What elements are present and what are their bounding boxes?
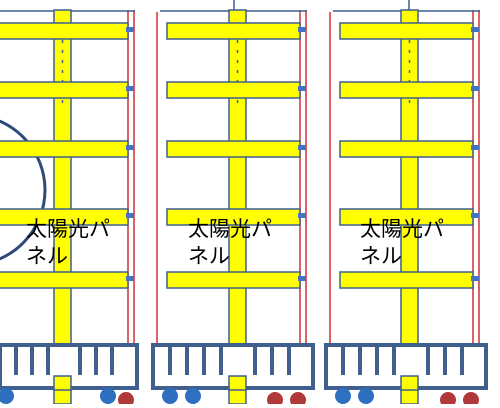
background-circle: [0, 119, 47, 261]
solar-panel: [339, 81, 474, 99]
wheel: [463, 392, 479, 408]
wheel: [100, 388, 116, 404]
wheel: [440, 392, 456, 408]
connector: [471, 145, 479, 150]
wheel: [0, 388, 14, 404]
solar-panel: [166, 81, 301, 99]
connector: [126, 27, 134, 32]
solar-panel: [339, 140, 474, 158]
solar-panel: [166, 271, 301, 289]
connector: [471, 27, 479, 32]
solar-panel: [339, 22, 474, 40]
connector: [126, 213, 134, 218]
wheel: [335, 388, 351, 404]
wheel: [162, 388, 178, 404]
connector: [298, 213, 306, 218]
wheel: [358, 388, 374, 404]
wheel: [290, 392, 306, 408]
pole-base: [400, 375, 419, 391]
connector: [298, 145, 306, 150]
connector: [471, 86, 479, 91]
solar-panel: [166, 208, 301, 226]
solar-panel: [0, 140, 129, 158]
connector: [471, 276, 479, 281]
solar-panel: [339, 271, 474, 289]
solar-panel: [166, 22, 301, 40]
connector: [298, 86, 306, 91]
solar-panel: [0, 22, 129, 40]
pole-base: [228, 375, 247, 391]
wheel: [267, 392, 283, 408]
solar-panel: [166, 140, 301, 158]
connector: [126, 86, 134, 91]
connector: [471, 213, 479, 218]
solar-panel: [0, 208, 129, 226]
connector: [126, 276, 134, 281]
solar-panel: [0, 271, 129, 289]
connector: [298, 276, 306, 281]
solar-unit-left: [0, 9, 139, 408]
connector: [126, 145, 134, 150]
wheel: [185, 388, 201, 404]
solar-panel: [339, 208, 474, 226]
solar-panel: [0, 81, 129, 99]
solar-unit-middle: [151, 0, 315, 408]
pole-base: [53, 375, 72, 391]
solar-unit-right: [324, 0, 488, 408]
connector: [298, 27, 306, 32]
wheel: [118, 392, 134, 408]
